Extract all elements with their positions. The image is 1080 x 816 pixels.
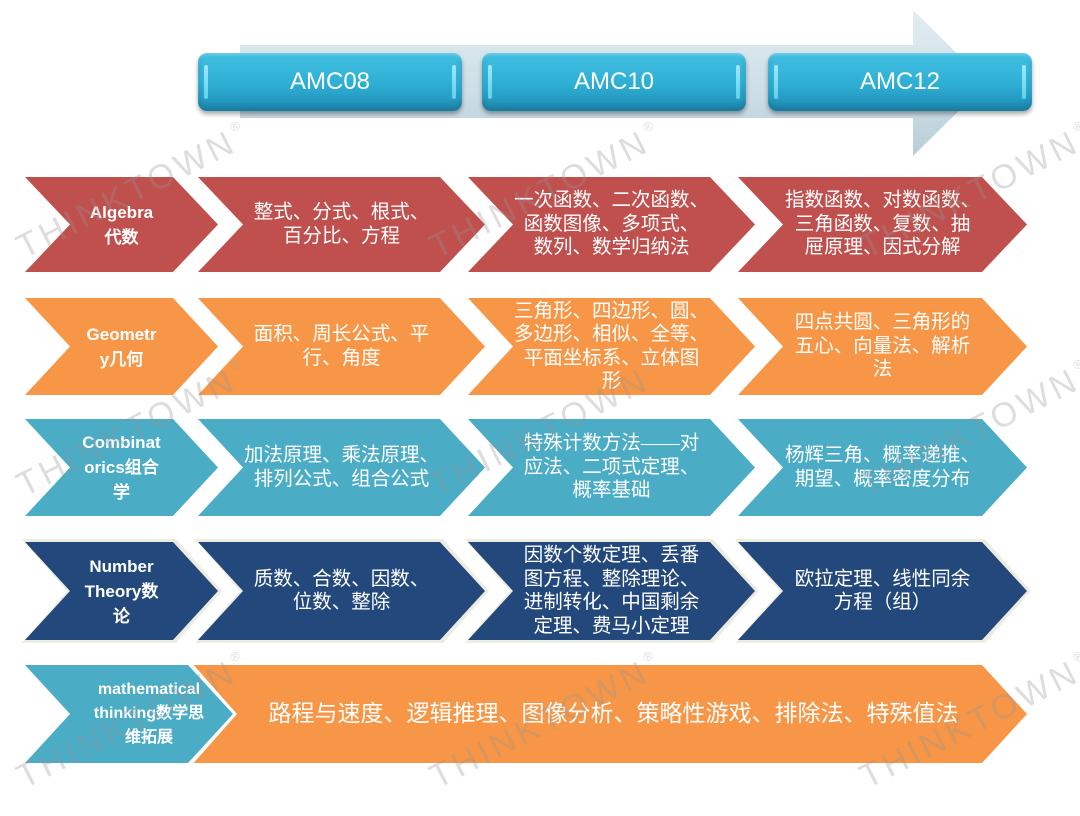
chevron-shape — [738, 542, 1027, 640]
topic-text: 一次函数、二次函数、 函数图像、多项式、 数列、数学归纳法 — [513, 190, 709, 259]
topic-text: 杨辉三角、概率递推、 期望、概率密度分布 — [784, 445, 980, 490]
category-geometry: Geometr y几何 — [25, 298, 218, 395]
topic-text: 特殊计数方法——对 应法、二项式定理、 概率基础 — [523, 433, 700, 502]
category-number-theory: Number Theory数 论 — [25, 542, 218, 640]
mathematical-thinking-topics: 路程与速度、逻辑推理、图像分析、策略性游戏、排除法、特殊值法 — [190, 665, 1027, 763]
number-theory-amc10-topics: 因数个数定理、丢番 图方程、整除理论、 进制转化、中国剩余 定理、费马小定理 — [468, 542, 755, 640]
topic-text: 加法原理、乘法原理、 排列公式、组合公式 — [243, 445, 439, 490]
category-combinatorics: Combinat orics组合 学 — [25, 419, 218, 516]
topic-text: 质数、合数、因数、 位数、整除 — [253, 568, 430, 614]
arrow-shape — [190, 665, 1027, 763]
chevron-shape — [468, 419, 755, 516]
geometry-amc10-topics: 三角形、四边形、圆、 多边形、相似、全等、 平面坐标系、立体图 形 — [468, 298, 755, 395]
category-label: Combinat orics组合 学 — [82, 433, 161, 502]
number-theory-amc08-topics: 质数、合数、因数、 位数、整除 — [198, 542, 485, 640]
topic-text: 四点共圆、三角形的 五心、向量法、解析 法 — [794, 312, 971, 381]
stage-amc08: AMC08 — [198, 53, 462, 111]
chevron-shape — [468, 298, 755, 395]
combinatorics-amc08-topics: 加法原理、乘法原理、 排列公式、组合公式 — [198, 419, 485, 516]
combinatorics-amc10-topics: 特殊计数方法——对 应法、二项式定理、 概率基础 — [468, 419, 755, 516]
algebra-amc12-topics: 指数函数、对数函数、 三角函数、复数、抽 屉原理、因式分解 — [738, 177, 1027, 272]
stage-label: AMC10 — [573, 68, 655, 95]
algebra-amc08-topics: 整式、分式、根式、 百分比、方程 — [198, 177, 485, 272]
combinatorics-amc12-topics: 杨辉三角、概率递推、 期望、概率密度分布 — [738, 419, 1027, 516]
stage-amc12: AMC12 — [768, 53, 1032, 111]
category-label: Number Theory数 论 — [84, 556, 159, 626]
chevron-shape — [468, 542, 755, 640]
chevron-shape — [468, 177, 755, 272]
category-label: mathematical thinking数学思 维拓展 — [93, 681, 205, 746]
category-algebra: Algebra 代数 — [25, 177, 218, 272]
category-mathematical-thinking: mathematical thinking数学思 维拓展 — [25, 665, 233, 763]
stage-label: AMC12 — [859, 68, 941, 95]
topic-text: 指数函数、对数函数、 三角函数、复数、抽 屉原理、因式分解 — [784, 190, 980, 259]
topic-text: 三角形、四边形、圆、 多边形、相似、全等、 平面坐标系、立体图 形 — [513, 300, 709, 393]
chevron-shape — [738, 298, 1027, 395]
topic-text: 欧拉定理、线性同余 方程（组） — [794, 568, 971, 614]
topic-text: 路程与速度、逻辑推理、图像分析、策略性游戏、排除法、特殊值法 — [268, 701, 959, 727]
topic-text: 整式、分式、根式、 百分比、方程 — [253, 202, 430, 247]
algebra-amc10-topics: 一次函数、二次函数、 函数图像、多项式、 数列、数学归纳法 — [468, 177, 755, 272]
category-label: Geometr y几何 — [86, 324, 157, 369]
chevron-shape — [198, 419, 485, 516]
topic-text: 面积、周长公式、平 行、角度 — [253, 324, 430, 369]
geometry-amc12-topics: 四点共圆、三角形的 五心、向量法、解析 法 — [738, 298, 1027, 395]
chevron-shape — [738, 177, 1027, 272]
topic-text: 因数个数定理、丢番 图方程、整除理论、 进制转化、中国剩余 定理、费马小定理 — [523, 545, 700, 637]
stage-amc10: AMC10 — [482, 53, 746, 111]
chevron-shape — [198, 542, 485, 640]
chevron-shape — [198, 298, 485, 395]
geometry-amc08-topics: 面积、周长公式、平 行、角度 — [198, 298, 485, 395]
number-theory-amc12-topics: 欧拉定理、线性同余 方程（组） — [738, 542, 1027, 640]
chevron-shape — [738, 419, 1027, 516]
category-label: Algebra 代数 — [89, 202, 154, 247]
chevron-shape — [198, 177, 485, 272]
stage-label: AMC08 — [289, 68, 371, 95]
